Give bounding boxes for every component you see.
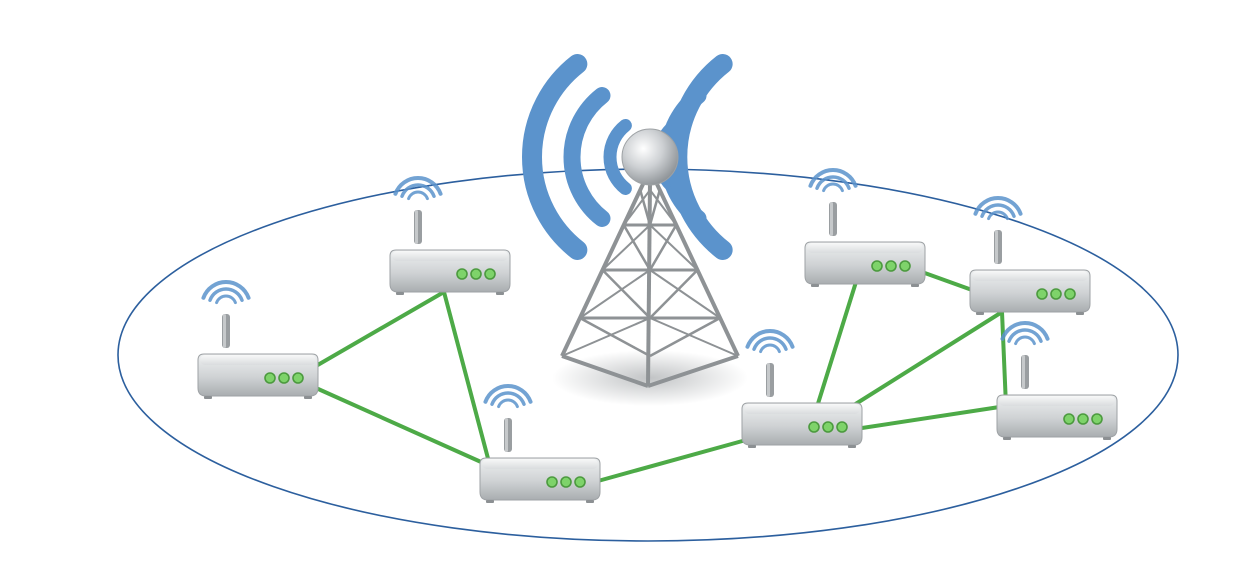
router-led-icon xyxy=(1036,288,1048,300)
router-led-icon xyxy=(574,476,586,488)
router-led-icon xyxy=(822,421,834,433)
router-led-icon xyxy=(560,476,572,488)
router-led-icon xyxy=(456,268,468,280)
wireless-router-icon xyxy=(389,249,511,295)
router-led-icon xyxy=(871,260,883,272)
links-layer xyxy=(314,270,1008,483)
link-r4-r5 xyxy=(814,280,858,412)
router-led-icon xyxy=(1050,288,1062,300)
router-led-icon xyxy=(470,268,482,280)
wireless-router-icon xyxy=(804,241,926,287)
router-led-icon xyxy=(1091,413,1103,425)
tower-antenna-ball xyxy=(621,128,679,186)
wifi-signal-icon xyxy=(745,329,795,354)
wireless-router-icon xyxy=(996,394,1118,440)
router-led-icon xyxy=(808,421,820,433)
router-led-icon xyxy=(484,268,496,280)
wifi-signal-icon xyxy=(808,168,858,193)
link-r6-r7 xyxy=(1000,310,1008,408)
router-led-icon xyxy=(836,421,848,433)
router-r3 xyxy=(479,384,601,503)
wifi-signal-icon xyxy=(201,280,251,305)
router-r1 xyxy=(197,280,319,399)
wireless-router-icon xyxy=(479,457,601,503)
wireless-router-icon xyxy=(741,402,863,448)
router-led-icon xyxy=(899,260,911,272)
link-r3-r4 xyxy=(596,438,748,483)
router-led-icon xyxy=(546,476,558,488)
wireless-router-icon xyxy=(197,353,319,399)
router-led-icon xyxy=(1064,288,1076,300)
router-led-icon xyxy=(278,372,290,384)
router-r5 xyxy=(804,168,926,287)
wifi-signal-icon xyxy=(393,176,443,201)
link-r1-r3 xyxy=(314,386,492,468)
link-r4-r6 xyxy=(844,310,1004,412)
link-r4-r7 xyxy=(860,404,1008,430)
router-led-icon xyxy=(885,260,897,272)
wifi-signal-icon xyxy=(973,196,1023,221)
router-led-icon xyxy=(264,372,276,384)
router-r7 xyxy=(996,321,1118,440)
routers-layer xyxy=(197,168,1118,503)
router-led-icon xyxy=(292,372,304,384)
router-r4 xyxy=(741,329,863,448)
link-r2-r3 xyxy=(442,290,492,468)
wifi-signal-icon xyxy=(483,384,533,409)
link-r1-r2 xyxy=(314,290,446,368)
router-led-icon xyxy=(1077,413,1089,425)
wireless-router-icon xyxy=(969,269,1091,315)
wifi-signal-icon xyxy=(1000,321,1050,346)
router-r2 xyxy=(389,176,511,295)
cell-tower-icon xyxy=(560,181,740,388)
router-led-icon xyxy=(1063,413,1075,425)
link-r5-r6 xyxy=(920,270,974,292)
tower xyxy=(522,54,748,406)
router-r6 xyxy=(969,196,1091,315)
